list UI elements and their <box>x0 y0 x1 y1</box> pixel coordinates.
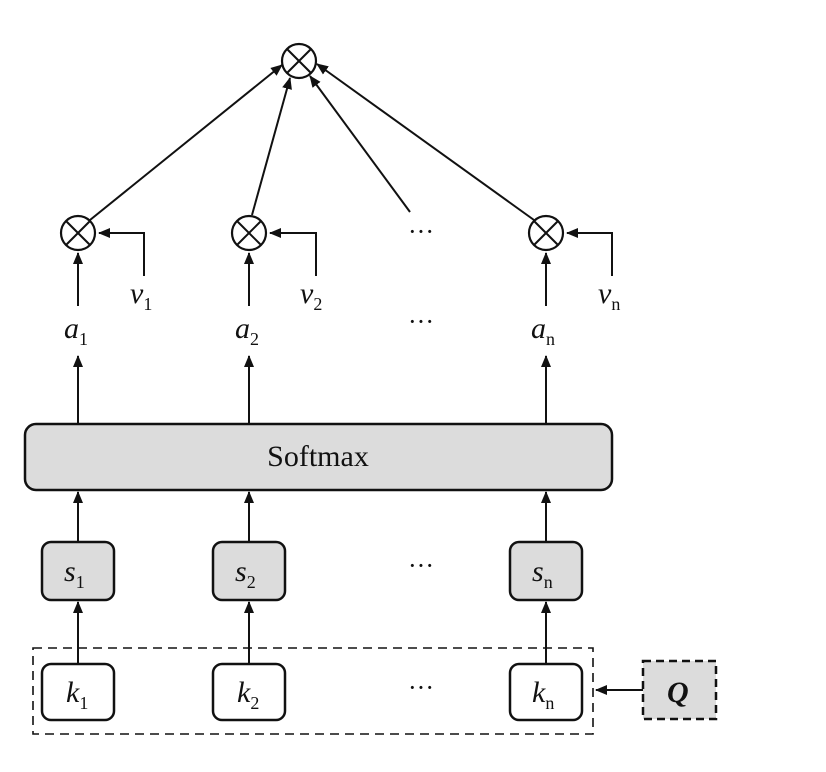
score-symbol-2: s <box>235 555 247 588</box>
svg-text:s2: s2 <box>235 555 256 592</box>
score-subscript-n: n <box>544 572 553 592</box>
keys-group-box <box>32 647 594 735</box>
weight-ellipsis: ··· <box>408 307 434 336</box>
score-ellipsis: ··· <box>408 551 434 580</box>
score-subscript-2: 2 <box>247 572 256 592</box>
key-subscript-2: 2 <box>250 693 259 713</box>
query-box: Q <box>641 659 718 721</box>
aggregate-arrow-n <box>316 63 535 221</box>
circled-times-icon <box>527 214 565 252</box>
score-symbol-n: s <box>532 555 544 588</box>
weight-label-2: a2 <box>235 312 259 349</box>
key-symbol-n: k <box>532 676 546 709</box>
svg-text:s1: s1 <box>64 555 85 592</box>
key-symbol-2: k <box>237 676 251 709</box>
svg-text:k1: k1 <box>66 676 88 713</box>
value-to-multiply-arrow-2 <box>269 228 317 276</box>
key-subscript-n: n <box>545 693 554 713</box>
aggregate-arrow-1 <box>89 64 283 221</box>
softmax-label: Softmax <box>267 440 369 473</box>
svg-text:sn: sn <box>532 555 553 592</box>
weight-label-1: a1 <box>64 312 88 349</box>
score-box-2: s2 <box>211 540 287 602</box>
key-subscript-1: 1 <box>79 693 88 713</box>
key-ellipsis: ··· <box>408 673 434 702</box>
value-label-2: v2 <box>300 277 322 314</box>
score-subscript-1: 1 <box>76 572 85 592</box>
svg-text:kn: kn <box>532 676 554 713</box>
svg-text:k2: k2 <box>237 676 259 713</box>
circled-times-icon <box>230 214 268 252</box>
value-to-multiply-arrow-1 <box>98 228 145 276</box>
aggregate-arrow-2 <box>251 77 292 216</box>
key-box-1: k1 <box>40 662 116 722</box>
value-label-n: vn <box>598 277 620 314</box>
circled-times-icon <box>280 42 318 80</box>
score-symbol-1: s <box>64 555 76 588</box>
softmax-box: Softmax <box>23 422 614 492</box>
weight-label-n: an <box>531 312 555 349</box>
value-to-multiply-arrow-n <box>566 228 613 276</box>
query-label: Q <box>667 676 689 709</box>
score-box-1: s1 <box>40 540 116 602</box>
key-symbol-1: k <box>66 676 80 709</box>
value-label-1: v1 <box>130 277 152 314</box>
key-box-2: k2 <box>211 662 287 722</box>
aggregate-arrow-ellipsis <box>309 75 411 213</box>
multiply-ellipsis: ··· <box>408 217 434 246</box>
score-box-n: sn <box>508 540 584 602</box>
circled-times-icon <box>59 214 97 252</box>
key-box-n: kn <box>508 662 584 722</box>
